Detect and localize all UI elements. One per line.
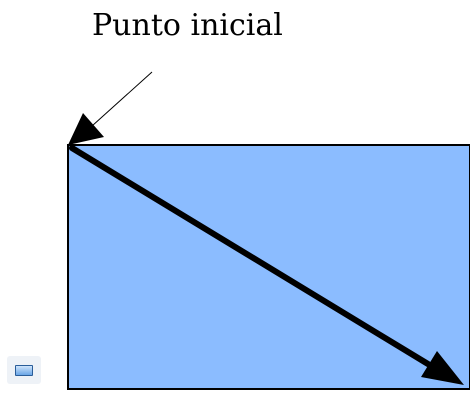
- rectangle-tool-button[interactable]: [7, 356, 41, 384]
- caption-pointer-arrowhead: [68, 113, 104, 145]
- drag-direction-arrowhead: [421, 351, 464, 385]
- start-point-caption: Punto inicial: [92, 8, 283, 43]
- rectangle-tool-icon: [15, 365, 33, 376]
- caption-pointer-line: [91, 71, 153, 127]
- drag-direction-line: [69, 145, 431, 367]
